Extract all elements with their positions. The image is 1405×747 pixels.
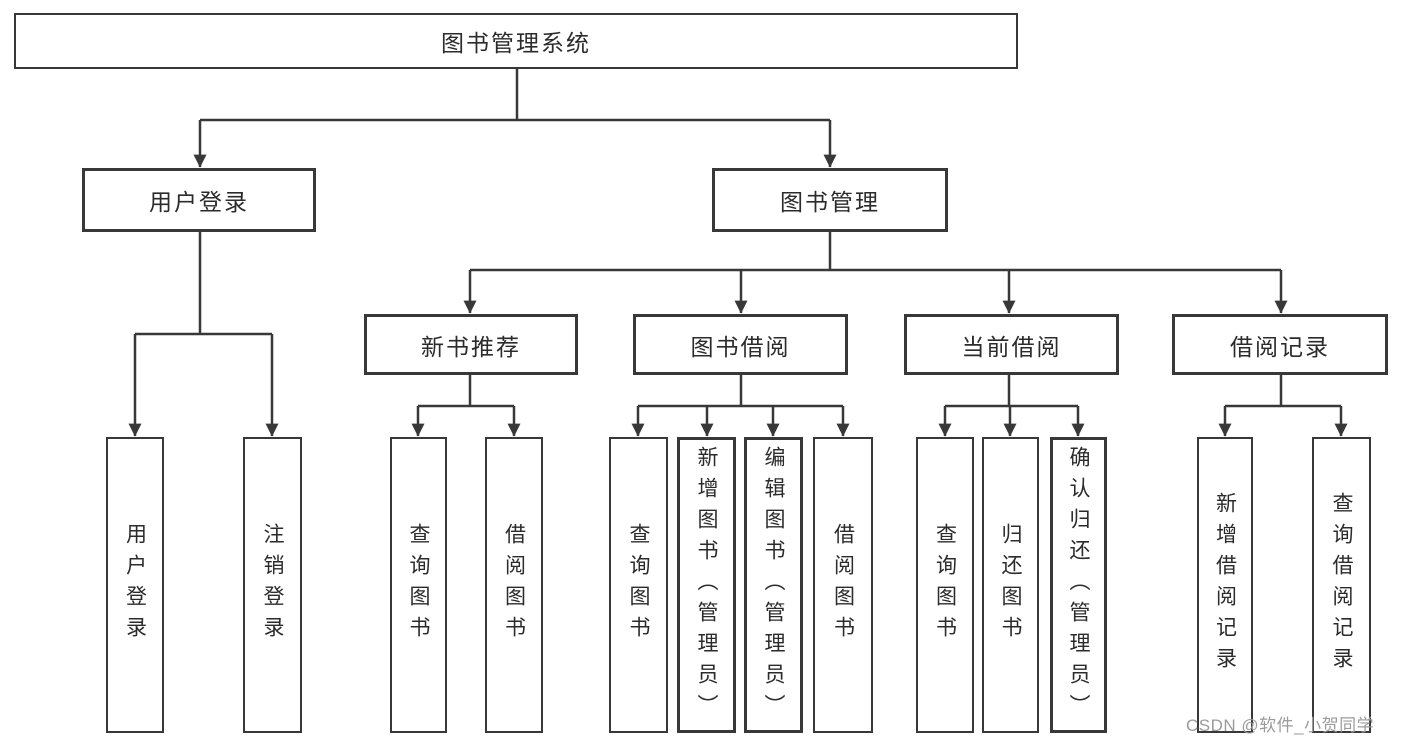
leaf-recommend-query-books: 查询图书: [390, 437, 447, 733]
leaf-edit-books-admin: 编辑图书（管理员）: [744, 437, 803, 733]
leaf-current-query-books: 查询图书: [916, 437, 974, 733]
node-library-management-system: 图书管理系统: [14, 13, 1018, 69]
leaf-add-books-admin: 新增图书（管理员）: [677, 437, 736, 733]
leaf-logout-login: 注销登录: [243, 437, 302, 733]
node-current-borrow: 当前借阅: [904, 314, 1119, 375]
node-user-login: 用户登录: [82, 168, 316, 232]
leaf-borrow-query-books: 查询图书: [609, 437, 668, 733]
leaf-borrow-books: 借阅图书: [813, 437, 873, 733]
leaf-confirm-return-admin: 确认归还（管理员）: [1050, 437, 1107, 733]
node-book-management: 图书管理: [712, 168, 948, 232]
node-borrow-records: 借阅记录: [1172, 314, 1388, 375]
leaf-add-borrow-record: 新增借阅记录: [1197, 437, 1253, 733]
node-new-book-recommend: 新书推荐: [364, 314, 578, 375]
leaf-return-books: 归还图书: [982, 437, 1039, 733]
node-book-borrow: 图书借阅: [633, 314, 848, 375]
leaf-recommend-borrow-books: 借阅图书: [485, 437, 543, 733]
leaf-user-login: 用户登录: [106, 437, 164, 733]
csdn-watermark: CSDN @软件_小贺同学: [1186, 716, 1375, 735]
leaf-query-borrow-record: 查询借阅记录: [1312, 437, 1371, 733]
